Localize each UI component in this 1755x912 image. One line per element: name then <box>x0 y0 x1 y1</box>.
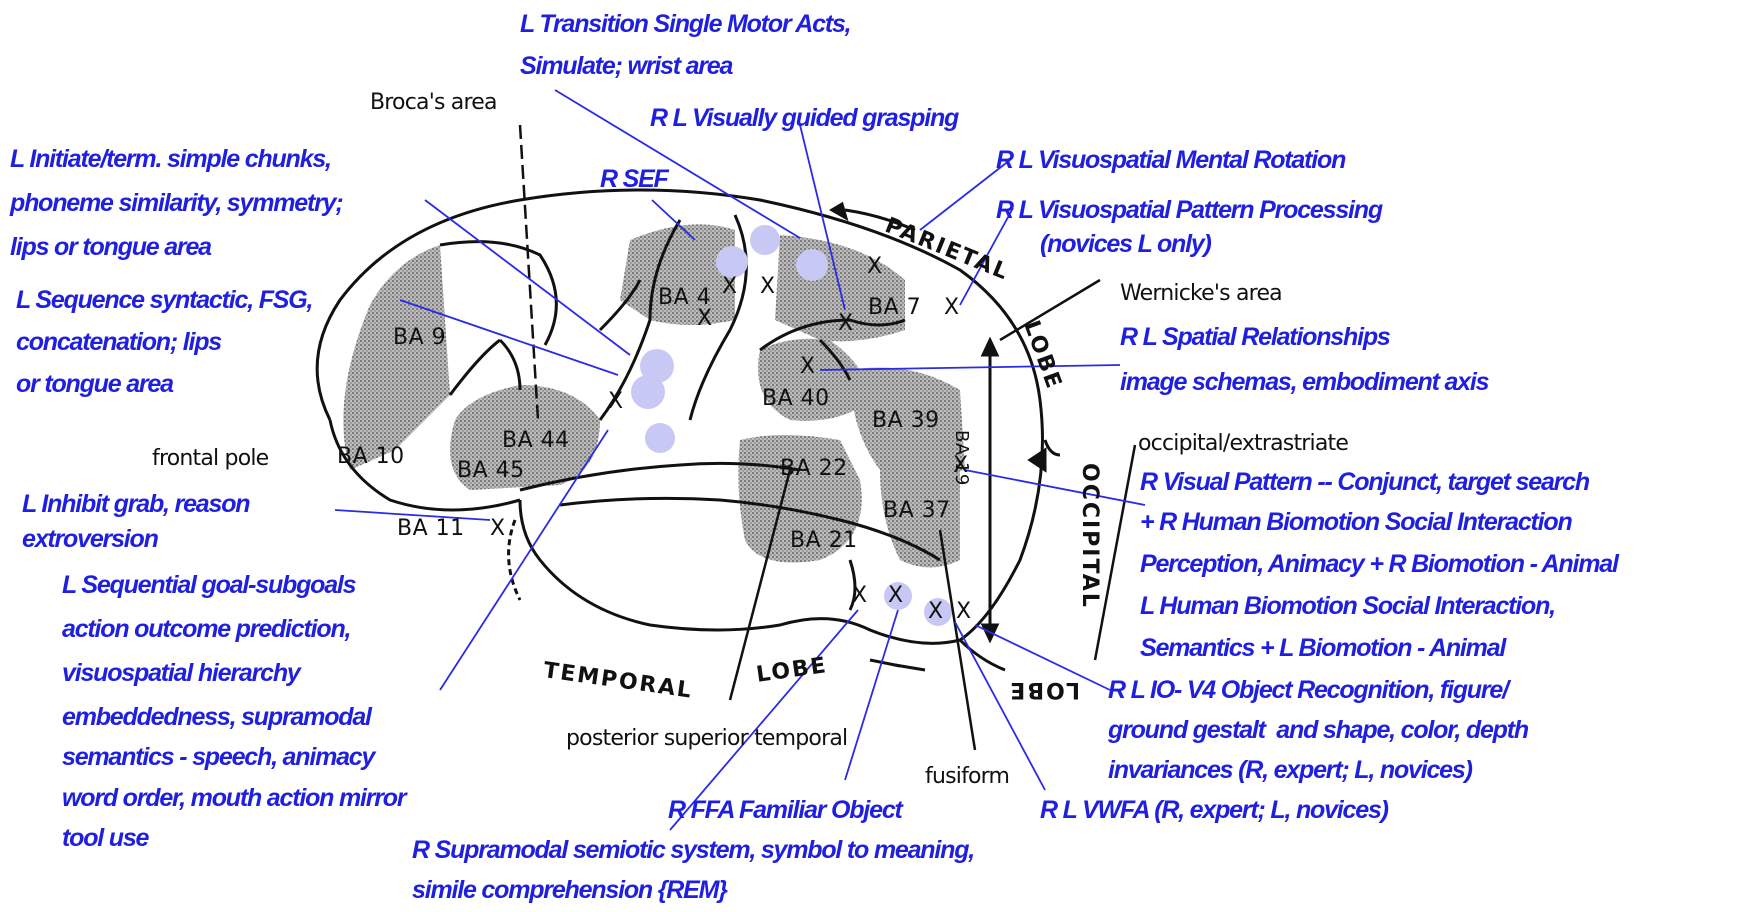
annot-rotation: R L Visuospatial Mental Rotation <box>996 148 1345 173</box>
annot-supramodal-1: R Supramodal semiotic system, symbol to … <box>412 838 974 863</box>
marker-x: X <box>697 308 713 330</box>
marker-x: X <box>944 297 960 319</box>
label-broca: Broca's area <box>370 92 497 114</box>
area-ba45: BA 45 <box>457 460 525 482</box>
annot-goals-4: embeddedness, supramodal <box>62 705 371 730</box>
area-ba11: BA 11 <box>397 518 465 540</box>
area-ba37: BA 37 <box>883 500 951 522</box>
annot-visual-3: Perception, Animacy + R Biomotion - Anim… <box>1140 552 1618 577</box>
annot-ffa: R FFA Familiar Object <box>668 798 902 823</box>
area-ba39: BA 39 <box>872 410 940 432</box>
annot-lio-1: R L IO- V4 Object Recognition, figure/ <box>1108 678 1508 703</box>
lobe-occipital-suffix: LOBE <box>1008 678 1080 700</box>
area-ba40: BA 40 <box>762 388 830 410</box>
annot-initiate-2: phoneme similarity, symmetry; <box>10 191 342 216</box>
label-posterior-superior-temporal: posterior superior temporal <box>566 728 847 750</box>
area-ba10: BA 10 <box>337 446 405 468</box>
marker-x: X <box>490 518 506 540</box>
marker-x: X <box>888 585 904 607</box>
area-ba44: BA 44 <box>502 430 570 452</box>
area-ba19: BA 19 <box>952 430 970 486</box>
annot-transition-2: Simulate; wrist area <box>520 54 732 79</box>
annot-supramodal-2: simile comprehension {REM} <box>412 878 727 903</box>
marker-x: X <box>608 391 624 413</box>
marker-x: X <box>760 276 776 298</box>
marker-x: X <box>867 256 883 278</box>
annot-inhibit-1: L Inhibit grab, reason <box>22 492 249 517</box>
annot-lio-3: invariances (R, expert; L, novices) <box>1108 758 1472 783</box>
annot-vwfa: R L VWFA (R, expert; L, novices) <box>1040 798 1388 823</box>
marker-x: X <box>838 313 854 335</box>
annot-pattern-1: R L Visuospatial Pattern Processing <box>996 198 1382 223</box>
label-occipital-extrastriate: occipital/extrastriate <box>1138 433 1348 455</box>
annot-spatial-2: image schemas, embodiment axis <box>1120 370 1488 395</box>
marker-x: X <box>928 601 944 623</box>
marker-x: X <box>722 276 738 298</box>
lobe-occipital: OCCIPITAL <box>1078 463 1100 609</box>
marker-x: X <box>800 356 816 378</box>
annot-grasp: R L Visually guided grasping <box>650 106 958 131</box>
label-wernicke: Wernicke's area <box>1120 283 1282 305</box>
annot-initiate-3: lips or tongue area <box>10 235 211 260</box>
annot-goals-1: L Sequential goal-subgoals <box>62 573 355 598</box>
annot-visual-5: Semantics + L Biomotion - Animal <box>1140 636 1505 661</box>
area-ba22: BA 22 <box>780 458 848 480</box>
annot-goals-3: visuospatial hierarchy <box>62 661 300 686</box>
area-ba9: BA 9 <box>393 327 446 349</box>
annot-sequence-3: or tongue area <box>16 372 173 397</box>
annot-visual-2: + R Human Biomotion Social Interaction <box>1140 510 1572 535</box>
area-ba21: BA 21 <box>790 530 858 552</box>
annot-transition-1: L Transition Single Motor Acts, <box>520 12 850 37</box>
area-ba7: BA 7 <box>868 297 921 319</box>
area-ba4: BA 4 <box>658 287 711 309</box>
annot-goals-6: word order, mouth action mirror <box>62 786 405 811</box>
annot-goals-7: tool use <box>62 826 148 851</box>
annot-sequence-1: L Sequence syntactic, FSG, <box>16 288 312 313</box>
label-frontal-pole: frontal pole <box>152 448 268 470</box>
annot-visual-1: R Visual Pattern -- Conjunct, target sea… <box>1140 470 1589 495</box>
annot-goals-2: action outcome prediction, <box>62 617 350 642</box>
marker-x: X <box>956 601 972 623</box>
annot-sef: R SEF <box>600 167 668 192</box>
annot-sequence-2: concatenation; lips <box>16 330 221 355</box>
label-fusiform: fusiform <box>925 766 1009 788</box>
annot-spatial-1: R L Spatial Relationships <box>1120 325 1390 350</box>
marker-x: X <box>852 585 868 607</box>
annot-visual-4: L Human Biomotion Social Interaction, <box>1140 594 1555 619</box>
annot-lio-2: ground gestalt and shape, color, depth <box>1108 718 1528 743</box>
annot-initiate-1: L Initiate/term. simple chunks, <box>10 147 331 172</box>
annot-goals-5: semantics - speech, animacy <box>62 745 374 770</box>
annot-pattern-2: (novices L only) <box>1040 232 1211 257</box>
annot-inhibit-2: extroversion <box>22 527 158 552</box>
